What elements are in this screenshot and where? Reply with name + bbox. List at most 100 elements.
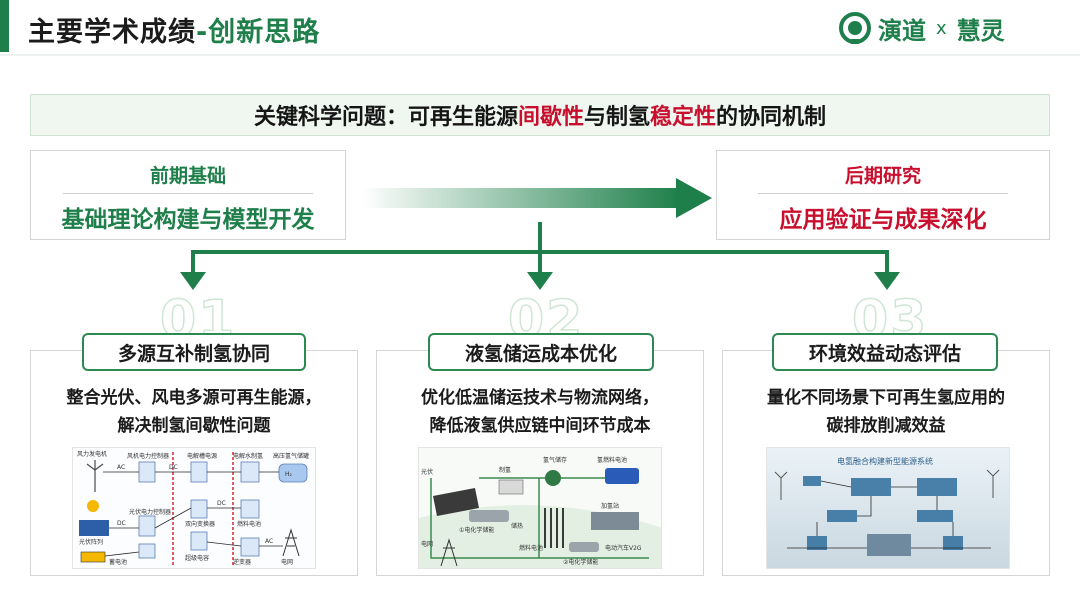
- node-box-2: [851, 478, 891, 496]
- energy-system-diagram: 电氢融合构建新型能源系统: [766, 447, 1010, 569]
- h2-tank-icon: [278, 463, 308, 483]
- kq-text-2: 与制氢: [583, 105, 650, 130]
- electrolyzer-icon: [498, 479, 524, 495]
- phase-early-value: 基础理论构建与模型开发: [61, 207, 315, 233]
- fuel-cell-box: [240, 499, 260, 519]
- hydrogen-storage-diagram: 光伏 制氢 氢气储存 氢燃料电池 ①电化学储能 储热 加氢站 电网 ②电化学储能…: [418, 447, 662, 569]
- phase-late-box: 后期研究 应用验证与成果深化: [716, 150, 1050, 240]
- grid-tower-icon: [440, 538, 458, 567]
- d1-dc-label-1: DC: [169, 464, 178, 471]
- phase-late-label: 后期研究: [844, 165, 921, 187]
- controller-box-6: [190, 531, 208, 551]
- card-desc-01-line2: 解决制氢间歇性问题: [117, 416, 271, 436]
- card-desc-02-line2: 降低液氢供应链中间环节成本: [429, 416, 651, 436]
- d2-label-pv: 光伏: [421, 468, 433, 476]
- card-title-01: 多源互补制氢协同: [82, 333, 306, 371]
- controller-box-5: [190, 499, 208, 519]
- card-desc-03: 量化不同场景下可再生氢应用的 碳排放削减效益: [722, 384, 1050, 440]
- d1-label-pv-ctrl: 光伏电力控制器: [129, 508, 171, 516]
- sun-icon: [87, 500, 99, 512]
- battery-storage-1-icon: [469, 510, 509, 522]
- card-title-03: 环境效益动态评估: [772, 333, 998, 371]
- page-title: 主要学术成绩-创新思路: [28, 10, 320, 49]
- d1-dc-label-2: DC: [117, 520, 126, 527]
- header-divider: [0, 54, 1080, 56]
- phase-early-label: 前期基础: [149, 165, 226, 187]
- wind-turbine-icon: [86, 460, 104, 492]
- logo-separator: x: [936, 17, 947, 39]
- d1-h2-label: H₂: [285, 471, 293, 478]
- d2-label-grid: 电网: [421, 540, 433, 548]
- d1-label-converter: 双向变换器: [185, 520, 215, 528]
- battery-storage-2-icon: [569, 542, 599, 552]
- d1-label-elec-power: 电解槽电源: [187, 452, 217, 460]
- controller-box-2: [138, 515, 156, 537]
- station-icon: [591, 512, 639, 530]
- logo: 演道 x 慧灵: [838, 8, 1005, 48]
- node-box-6: [807, 536, 827, 550]
- kq-highlight-2: 稳定性: [650, 105, 717, 130]
- card-desc-02: 优化低温储运技术与物流网络， 降低液氢供应链中间环节成本: [376, 384, 704, 440]
- phase-early-box: 前期基础 基础理论构建与模型开发: [30, 150, 346, 240]
- solar-panel-icon: [79, 520, 109, 536]
- d1-label-supercap: 超级电容: [185, 554, 209, 562]
- controller-box-3: [138, 543, 156, 559]
- d1-label-pv: 光伏阵列: [79, 538, 103, 546]
- kq-text-1: 关键科学问题：可再生能源: [253, 105, 518, 130]
- h2-sphere-icon: [545, 470, 561, 486]
- d1-ac-label: AC: [117, 464, 125, 471]
- branch-arrowheads: [180, 272, 900, 290]
- card-desc-02-line1: 优化低温储运技术与物流网络，: [421, 388, 659, 408]
- card-desc-03-line1: 量化不同场景下可再生氢应用的: [767, 388, 1005, 408]
- logo-partner-text: 慧灵: [956, 16, 1005, 45]
- heat-storage-icon: [544, 508, 564, 548]
- battery-icon: [80, 551, 106, 563]
- node-box-5: [917, 510, 953, 522]
- phase-late-divider: [758, 193, 1008, 194]
- d1-label-grid: 电网: [281, 558, 293, 566]
- d2-label-heat: 储热: [511, 522, 523, 530]
- kq-highlight-1: 间歇性: [517, 105, 584, 130]
- d2-label-refuel: 加氢站: [601, 502, 619, 510]
- phase-early-divider: [63, 193, 313, 194]
- key-question-banner: 关键科学问题：可再生能源间歇性与制氢稳定性的协同机制: [30, 94, 1050, 136]
- d2-label-fc: 燃料电池: [519, 544, 543, 552]
- d2-label-storage-2: ②电化学储能: [563, 558, 598, 566]
- bus-icon: [605, 468, 639, 484]
- d2-label-electrolysis: 制氢: [499, 466, 511, 474]
- controller-box-1: [138, 461, 156, 483]
- d1-ac-label-2: AC: [265, 538, 273, 545]
- title-main: 主要学术成绩: [28, 17, 196, 48]
- node-box-7: [943, 536, 963, 550]
- d2-label-h2-storage: 氢气储存: [543, 456, 567, 464]
- inverter-box: [240, 537, 260, 557]
- card-desc-01: 整合光伏、风电多源可再生能源， 解决制氢间歇性问题: [30, 384, 358, 440]
- d1-label-fuel-cell: 燃料电池: [237, 520, 261, 528]
- controller-box-4: [190, 461, 208, 483]
- hybrid-power-diagram: 风力发电机 光伏阵列 蓄电池 风机电力控制器 电解槽电源 电解水制氢 高压氢气储…: [72, 447, 316, 569]
- d2-label-fuel-cell-car: 氢燃料电池: [597, 456, 627, 464]
- d1-label-h2-tank: 高压氢气储罐: [273, 452, 309, 460]
- d2-label-v2g: 电动汽车V2G: [605, 544, 642, 552]
- d1-dc-label-3: DC: [217, 500, 226, 507]
- plant-icon: [867, 534, 911, 556]
- logo-brand-text: 演道: [878, 16, 926, 45]
- d2-label-storage-1: ①电化学储能: [459, 526, 494, 534]
- progress-arrow: [362, 178, 712, 218]
- header-accent-bar: [0, 0, 9, 52]
- power-tower-icon: [282, 528, 300, 557]
- kq-text-3: 的协同机制: [716, 105, 827, 130]
- solar-field-icon: [433, 488, 479, 516]
- title-accent: -创新思路: [196, 17, 321, 48]
- node-box-4: [827, 510, 857, 522]
- d1-label-electrolysis: 电解水制氢: [233, 452, 263, 460]
- phase-late-value: 应用验证与成果深化: [779, 207, 987, 233]
- wind-turbines-icon: [774, 469, 1000, 500]
- d1-label-wind-ctrl: 风机电力控制器: [127, 452, 169, 460]
- node-box-1: [803, 476, 821, 486]
- d1-label-wind: 风力发电机: [77, 450, 107, 458]
- card-desc-01-line1: 整合光伏、风电多源可再生能源，: [66, 388, 322, 408]
- logo-mark-icon: [839, 12, 871, 44]
- card-desc-03-line2: 碳排放削减效益: [826, 416, 946, 436]
